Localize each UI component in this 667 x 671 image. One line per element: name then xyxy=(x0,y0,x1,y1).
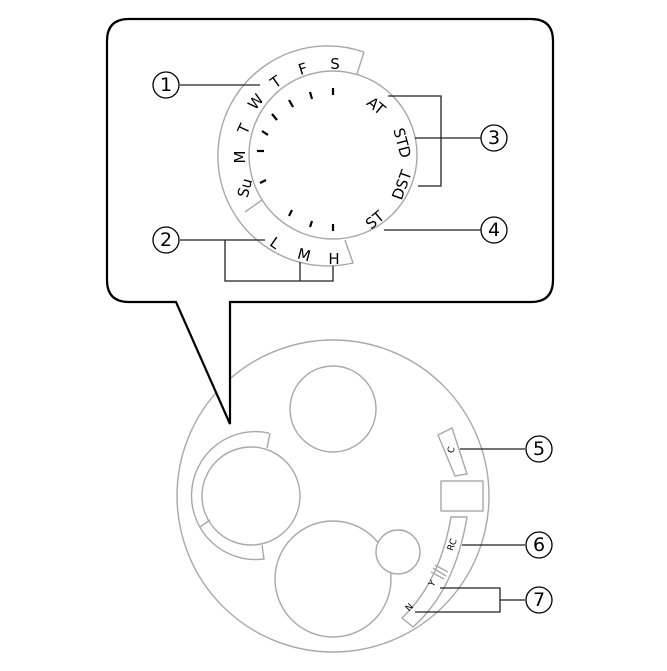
watch-face-outline xyxy=(176,339,490,653)
day-label-s: S xyxy=(330,55,340,73)
leader-7 xyxy=(415,587,525,613)
watch-face: C RC Y N xyxy=(176,339,490,653)
tick-l xyxy=(288,209,293,217)
outer-band-top-end xyxy=(356,51,365,75)
left-subdial xyxy=(190,430,301,561)
left-subdial-arc-divider xyxy=(199,519,211,528)
outer-scale-band xyxy=(217,45,365,267)
marker-6: 6 xyxy=(525,531,553,559)
left-subdial-inner xyxy=(201,446,301,546)
band-separator-2 xyxy=(432,567,447,577)
small-subdial xyxy=(375,529,421,575)
bottom-subdial xyxy=(274,520,392,638)
tick-w xyxy=(271,113,278,121)
marker-5: 5 xyxy=(525,435,553,463)
day-label-su: Su xyxy=(234,176,256,199)
c-label: C xyxy=(446,446,457,455)
marker-3-label: 3 xyxy=(488,127,500,149)
c-indicator: C xyxy=(437,427,468,477)
leader-2 xyxy=(180,239,334,282)
marker-4-label: 4 xyxy=(488,219,500,241)
marker-7: 7 xyxy=(525,586,553,614)
marker-1-label: 1 xyxy=(160,74,172,96)
rc-band-outline xyxy=(400,516,468,628)
number-markers: 1 2 3 4 5 6 7 xyxy=(152,71,553,614)
band-separator-1 xyxy=(434,564,449,573)
marker-4: 4 xyxy=(480,216,508,244)
inner-dial-circle xyxy=(248,70,418,240)
day-level-divider xyxy=(244,199,263,213)
marker-2: 2 xyxy=(152,226,180,254)
date-window xyxy=(440,480,484,512)
left-subdial-arc-band xyxy=(190,430,271,561)
tick-f xyxy=(308,91,314,100)
leader-3 xyxy=(388,95,481,187)
tick-marks xyxy=(257,88,335,231)
marker-7-label: 7 xyxy=(533,589,545,611)
n-label: N xyxy=(404,602,416,614)
band-separator-3 xyxy=(430,571,445,580)
tick-t2 xyxy=(288,99,294,108)
tick-su xyxy=(259,179,267,184)
marker-2-label: 2 xyxy=(160,229,172,251)
marker-6-label: 6 xyxy=(533,534,545,556)
rc-label: RC xyxy=(446,538,460,553)
marker-3: 3 xyxy=(480,124,508,152)
y-label: Y xyxy=(427,578,439,589)
level-label-m: M xyxy=(295,245,312,266)
rc-y-n-band: RC Y N xyxy=(400,516,468,628)
day-label-m: M xyxy=(231,151,249,164)
leader-lines xyxy=(180,84,525,613)
tick-t1 xyxy=(261,130,269,136)
level-label-h: H xyxy=(328,250,339,268)
c-indicator-window xyxy=(437,427,468,477)
marker-1: 1 xyxy=(152,71,180,99)
top-subdial xyxy=(289,365,377,453)
tick-m-level xyxy=(308,220,314,228)
marker-5-label: 5 xyxy=(533,438,545,460)
